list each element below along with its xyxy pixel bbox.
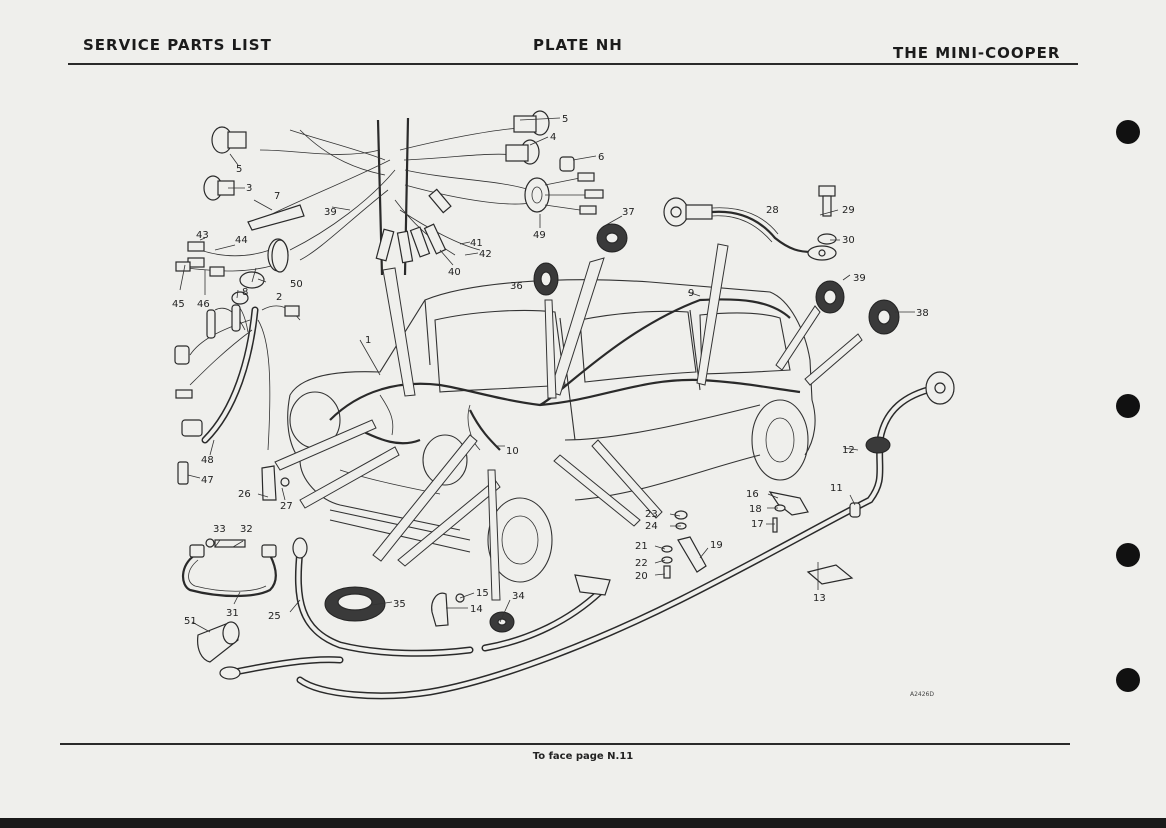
callout-25: 25 [268,611,281,622]
callout-51: 51 [184,616,197,627]
callout-11: 11 [830,483,843,494]
side-harness-48 [174,304,301,485]
callout-42: 42 [479,249,492,260]
callout-31: 31 [226,608,239,619]
earth-strap-31 [182,538,277,598]
battery-cable-right [296,371,955,700]
callout-5a: 5 [236,164,242,175]
leader-lines [179,117,915,633]
callout-33: 33 [213,524,226,535]
footer-rule [60,743,1070,745]
callout-20: 20 [635,571,648,582]
callout-27: 27 [280,501,293,512]
callout-24: 24 [645,521,658,532]
callout-15: 15 [476,588,489,599]
callout-18: 18 [749,504,762,515]
callout-19: 19 [710,540,723,551]
clips-and-fixings [261,465,854,627]
lamp-holders [203,110,575,201]
callout-47: 47 [201,475,214,486]
punch-hole-2 [1116,394,1140,418]
pointer-arrows [274,243,863,601]
callout-48: 48 [201,455,214,466]
callout-16: 16 [746,489,759,500]
callout-36: 36 [510,281,523,292]
callout-4: 4 [550,132,556,143]
callout-13: 13 [813,593,826,604]
grommet-50 [175,239,289,305]
drawing-reference-code: A2426D [910,691,934,698]
battery-cable-left [219,537,611,680]
callout-43: 43 [196,230,209,241]
callout-46: 46 [197,299,210,310]
callout-3: 3 [246,183,252,194]
callout-2: 2 [276,292,282,303]
callout-32: 32 [240,524,253,535]
callout-34: 34 [512,591,525,602]
callout-41: 41 [470,238,483,249]
punch-hole-1 [1116,120,1140,144]
callout-9: 9 [688,288,694,299]
header-rule [68,63,1078,65]
callout-6: 6 [598,152,604,163]
callout-labels: 1 2 3 4 5 5 6 7 8 9 10 11 12 13 14 15 16… [172,114,929,627]
callout-1: 1 [365,335,371,346]
main-harness [329,298,801,451]
header-right-title: THE MINI-COOPER [893,44,1061,62]
callout-49: 49 [533,230,546,241]
callout-22: 22 [635,558,648,569]
callout-28: 28 [766,205,779,216]
footer-page-reference: To face page N.11 [532,751,634,762]
callout-39a: 39 [324,207,337,218]
callout-38: 38 [916,308,929,319]
grommet-49 [524,172,604,215]
callout-44: 44 [235,235,248,246]
punch-hole-4 [1116,668,1140,692]
punch-hole-3 [1116,543,1140,567]
bolt-29-washer-30 [817,185,837,245]
callout-10: 10 [506,446,519,457]
callout-23: 23 [645,509,658,520]
callout-21: 21 [635,541,648,552]
callout-45: 45 [172,299,185,310]
callout-12: 12 [842,445,855,456]
callout-35: 35 [393,599,406,610]
callout-8: 8 [242,287,248,298]
header-left-title: SERVICE PARTS LIST [83,36,272,54]
grommet-35 [324,586,515,633]
callout-5b: 5 [562,114,568,125]
header-plate-title: PLATE NH [533,36,623,54]
terminal-cover-51 [197,621,240,663]
callout-29: 29 [842,205,855,216]
callout-17: 17 [751,519,764,530]
callout-26: 26 [238,489,251,500]
grommets [533,223,900,335]
callout-39b: 39 [853,273,866,284]
callout-50: 50 [290,279,303,290]
callout-14: 14 [470,604,483,615]
callout-37: 37 [622,207,635,218]
callout-7: 7 [274,191,280,202]
earth-strap-28 [663,197,837,261]
callout-40: 40 [448,267,461,278]
callout-30: 30 [842,235,855,246]
